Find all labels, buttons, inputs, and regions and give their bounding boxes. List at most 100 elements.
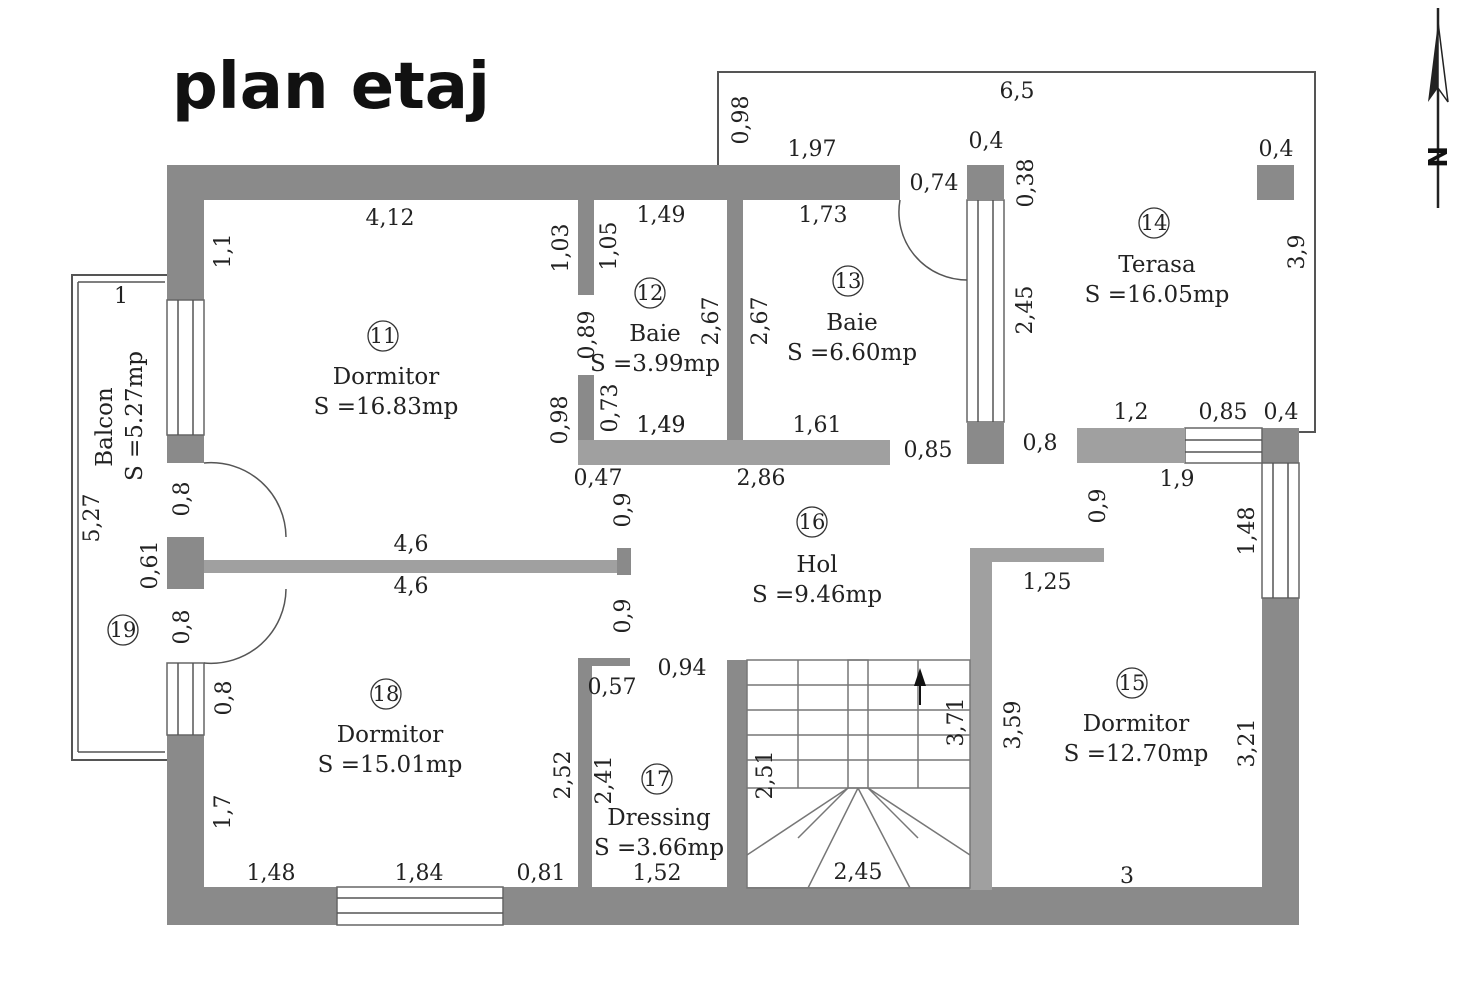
room-16: 16 Hol S =9.46mp xyxy=(752,506,882,608)
svg-text:Dormitor: Dormitor xyxy=(333,364,440,390)
dimension-label: 3,21 xyxy=(1235,719,1260,768)
dimension-label: 4,6 xyxy=(394,574,429,599)
room-19: 19 Balcon S =5.27mp xyxy=(92,351,148,646)
svg-text:S =3.99mp: S =3.99mp xyxy=(590,351,720,377)
dimension-label: 3 xyxy=(1120,864,1134,889)
dimension-label: 2,41 xyxy=(592,756,617,805)
dimension-label: 4,12 xyxy=(366,206,415,231)
dimension-label: 3,59 xyxy=(1001,701,1026,750)
dimension-label: 1,61 xyxy=(793,413,842,438)
svg-text:17: 17 xyxy=(644,767,671,791)
svg-text:14: 14 xyxy=(1141,211,1168,235)
svg-text:S =9.46mp: S =9.46mp xyxy=(752,582,882,608)
balcony-outline xyxy=(71,274,167,761)
svg-text:Hol: Hol xyxy=(796,552,837,578)
dimension-label: 0,61 xyxy=(138,541,163,590)
svg-text:13: 13 xyxy=(835,269,862,293)
dimension-label: 0,98 xyxy=(548,396,573,445)
dimension-label: 1,7 xyxy=(211,795,236,830)
dimension-label: 1,25 xyxy=(1023,570,1072,595)
dimension-label: 0,57 xyxy=(588,675,637,700)
dimension-label: 0,85 xyxy=(1199,400,1248,425)
room-14: 14 Terasa S =16.05mp xyxy=(1085,207,1230,308)
room-11: 11 Dormitor S =16.83mp xyxy=(314,320,459,420)
dimension-label: 2,52 xyxy=(551,751,576,800)
dimension-label: 0,4 xyxy=(1259,137,1294,162)
dimension-label: 0,74 xyxy=(910,171,959,196)
svg-text:S =3.66mp: S =3.66mp xyxy=(594,835,724,861)
room-15: 15 Dormitor S =12.70mp xyxy=(1064,667,1209,767)
dimension-label: 1,48 xyxy=(1235,507,1260,556)
dimension-label: 2,45 xyxy=(1013,286,1038,335)
dimension-label: 0,9 xyxy=(1086,489,1111,524)
room-18: 18 Dormitor S =15.01mp xyxy=(318,678,463,778)
dimension-label: 1,1 xyxy=(211,234,236,269)
svg-text:S =6.60mp: S =6.60mp xyxy=(787,340,917,366)
dimension-label: 0,85 xyxy=(904,438,953,463)
staircase xyxy=(746,659,971,889)
dimension-label: 0,73 xyxy=(598,384,623,433)
dimension-label: 0,4 xyxy=(1264,400,1299,425)
north-label: N xyxy=(1421,146,1451,168)
svg-text:19: 19 xyxy=(110,618,137,642)
dimension-label: 1,48 xyxy=(247,861,296,886)
svg-text:12: 12 xyxy=(637,281,664,305)
terrace-outline xyxy=(717,71,1316,433)
dimension-label: 2,67 xyxy=(748,297,773,346)
dimension-label: 1,03 xyxy=(549,224,574,273)
dimension-label: 1,49 xyxy=(637,413,686,438)
room-17: 17 Dressing S =3.66mp xyxy=(594,763,724,861)
svg-text:S =16.05mp: S =16.05mp xyxy=(1085,282,1230,308)
svg-text:Baie: Baie xyxy=(629,321,681,347)
dimension-label: 2,67 xyxy=(699,297,724,346)
svg-text:S =12.70mp: S =12.70mp xyxy=(1064,741,1209,767)
dimension-label: 1,9 xyxy=(1160,467,1195,492)
dimension-label: 4,6 xyxy=(394,532,429,557)
dimension-label: 0,8 xyxy=(170,610,195,645)
svg-text:Dressing: Dressing xyxy=(607,805,711,831)
dimension-label: 1,73 xyxy=(799,203,848,228)
dimension-label: 1,2 xyxy=(1114,400,1149,425)
dimension-label: 2,45 xyxy=(834,860,883,885)
dimension-label: 0,47 xyxy=(574,466,623,491)
svg-text:S =5.27mp: S =5.27mp xyxy=(122,351,148,481)
exterior-walls xyxy=(167,165,1299,925)
dimension-label: 1,49 xyxy=(637,203,686,228)
svg-text:S =16.83mp: S =16.83mp xyxy=(314,394,459,420)
svg-text:15: 15 xyxy=(1119,671,1146,695)
dimension-label: 0,8 xyxy=(212,681,237,716)
door-swings xyxy=(203,199,968,665)
dimension-label: 2,51 xyxy=(753,751,778,800)
dimension-label: 0,8 xyxy=(1023,431,1058,456)
svg-text:Dormitor: Dormitor xyxy=(1083,711,1190,737)
dimension-label: 0,89 xyxy=(575,311,600,360)
dimension-label: 3,71 xyxy=(944,698,969,747)
dimension-label: 3,9 xyxy=(1285,235,1310,270)
dimension-label: 1,84 xyxy=(395,861,444,886)
dimension-label: 1,97 xyxy=(788,137,837,162)
dimension-label: 1,52 xyxy=(633,861,682,886)
dimension-label: 0,9 xyxy=(611,493,636,528)
svg-text:Baie: Baie xyxy=(826,310,878,336)
svg-text:Terasa: Terasa xyxy=(1118,252,1196,278)
svg-text:Balcon: Balcon xyxy=(92,387,118,467)
svg-text:11: 11 xyxy=(370,324,397,348)
plan-title: plan etaj xyxy=(172,50,490,124)
dimension-label: 5,27 xyxy=(80,494,105,543)
svg-text:18: 18 xyxy=(373,682,400,706)
dimension-label: 0,9 xyxy=(611,599,636,634)
dimension-label: 6,5 xyxy=(1000,79,1035,104)
room-13: 13 Baie S =6.60mp xyxy=(787,265,917,366)
dimension-label: 0,98 xyxy=(729,96,754,145)
room-labels: 11 Dormitor S =16.83mp 12 Baie S =3.99mp… xyxy=(92,207,1230,861)
dimension-label: 0,94 xyxy=(658,656,707,681)
dimension-label: 2,86 xyxy=(737,466,786,491)
dimension-label: 1 xyxy=(114,284,128,309)
svg-text:16: 16 xyxy=(799,510,826,534)
dimension-label: 0,81 xyxy=(517,861,566,886)
terrace-pillar xyxy=(1257,165,1294,200)
svg-text:S =15.01mp: S =15.01mp xyxy=(318,752,463,778)
room-12: 12 Baie S =3.99mp xyxy=(590,277,720,377)
dimension-label: 0,38 xyxy=(1014,159,1039,208)
